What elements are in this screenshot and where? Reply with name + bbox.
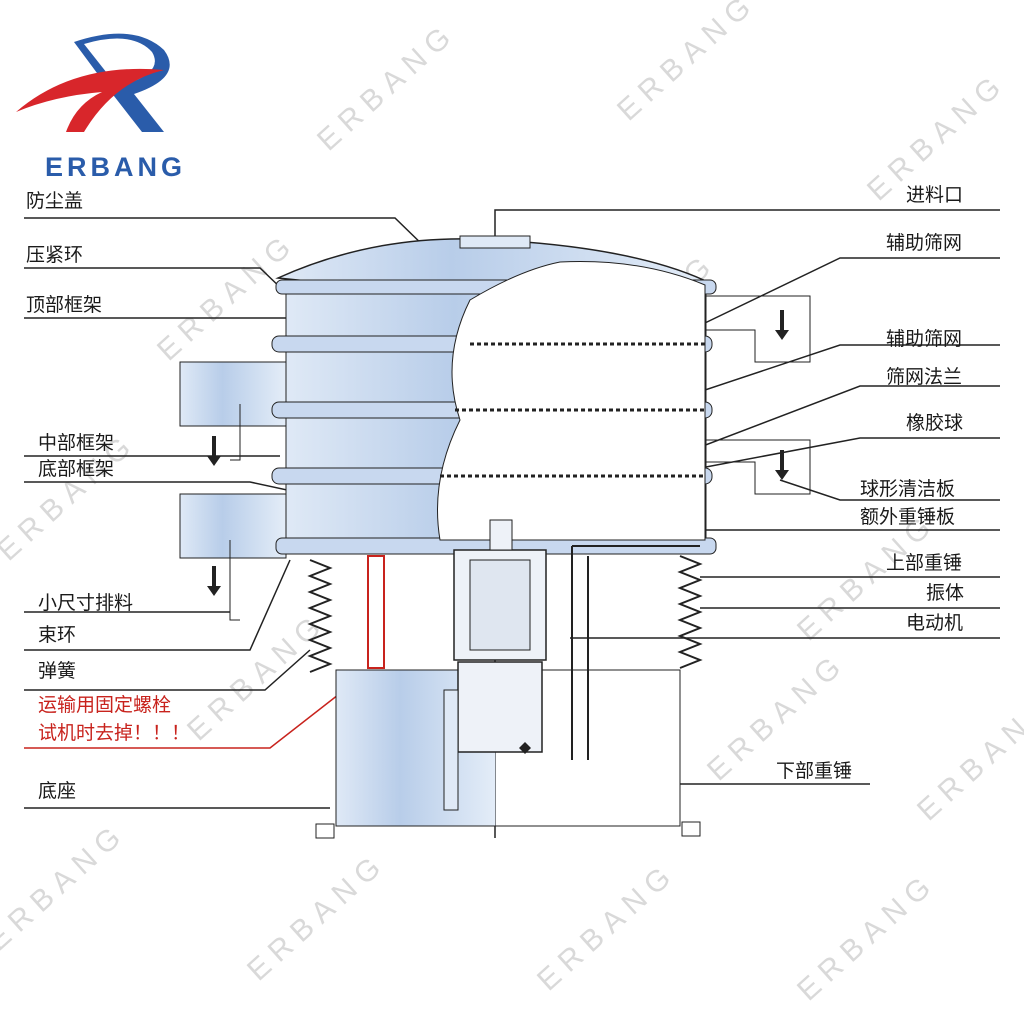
label-motor: 电动机 [906,612,964,634]
label-feed-inlet: 进料口 [906,184,964,206]
brand-logo [16,33,170,132]
label-clamp-ring: 压紧环 [26,244,84,266]
warning-line-1: 运输用固定螺栓 [38,694,172,716]
label-top-frame: 顶部框架 [26,294,103,316]
label-extra-weight-plate: 额外重锤板 [860,506,956,528]
label-screen-flange: 筛网法兰 [886,366,963,388]
label-middle-frame: 中部框架 [38,432,115,454]
label-vibrating-body: 振体 [926,582,965,604]
brand-name: ERBANG [45,152,187,182]
label-bottom-frame: 底部框架 [38,458,115,480]
label-band-ring: 束环 [38,624,77,646]
label-base: 底座 [38,780,77,802]
warning-line-2: 试机时去掉！！！ [38,722,191,744]
label-dust-cover: 防尘盖 [26,190,84,212]
label-aux-screen-2: 辅助筛网 [886,328,963,350]
label-lower-weight: 下部重锤 [776,760,853,782]
label-ball-cleaning-plate: 球形清洁板 [860,478,956,500]
label-small-discharge: 小尺寸排料 [38,592,134,614]
label-rubber-ball: 橡胶球 [906,412,964,434]
label-aux-screen-1: 辅助筛网 [886,232,963,254]
label-upper-weight: 上部重锤 [886,552,963,574]
label-spring: 弹簧 [38,660,77,682]
